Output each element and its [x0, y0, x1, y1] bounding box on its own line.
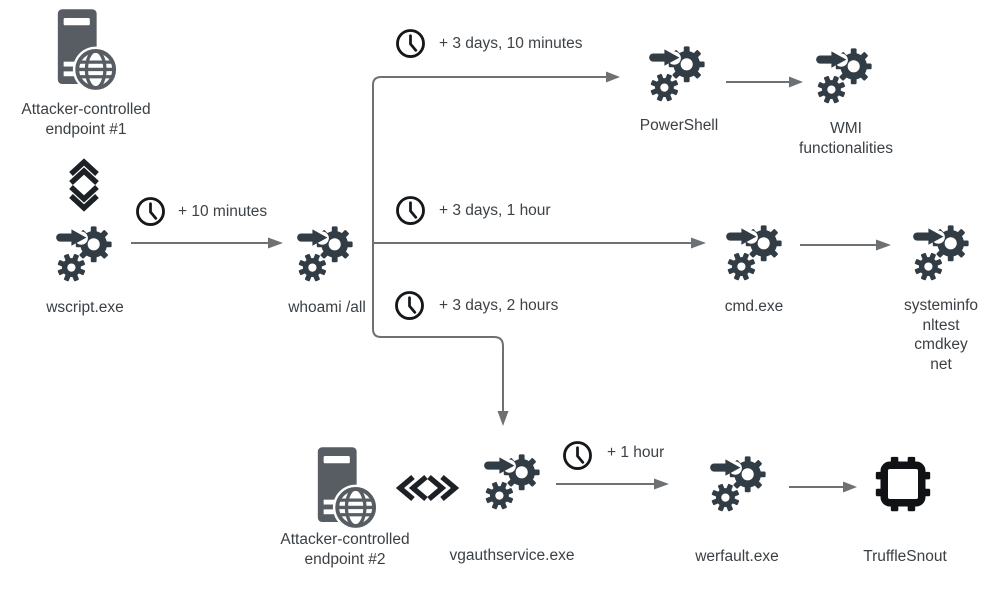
node-label-systeminfo: systeminfo nltest cmdkey net: [903, 297, 979, 373]
process-gears-icon: [910, 223, 972, 285]
node-label-wscript: wscript.exe: [46, 299, 124, 316]
delay-label-werfault: + 1 hour: [607, 444, 665, 461]
delay-label-wscript-whoami: + 10 minutes: [178, 203, 268, 220]
node-label-powershell: PowerShell: [639, 117, 719, 134]
connector-cmd-systeminfo: [800, 239, 891, 251]
delay-label-vgauth: + 3 days, 2 hours: [439, 297, 559, 314]
connector-whoami-cmd: [373, 237, 706, 249]
node-label-wmi: WMI functionalities: [799, 120, 893, 157]
clock-icon: [394, 194, 427, 227]
connector-werfault-trufflesnout: [789, 481, 857, 493]
updown-double-chevrons-icon: [69, 158, 99, 212]
delay-label-cmd: + 3 days, 1 hour: [439, 202, 551, 219]
node-label-trufflesnout: TruffleSnout: [863, 548, 947, 565]
connector-wscript-whoami: [131, 237, 283, 249]
node-label-vgauth: vgauthservice.exe: [449, 547, 575, 564]
process-gears-icon: [723, 223, 785, 285]
node-label-endpoint1: Attacker-controlled endpoint #1: [21, 101, 151, 138]
server-globe-icon: [52, 8, 118, 94]
node-label-whoami: whoami /all: [288, 299, 366, 316]
clock-icon: [393, 289, 426, 322]
process-gears-icon: [481, 452, 543, 514]
connector-vgauth-werfault: [556, 478, 669, 490]
delay-label-powershell: + 3 days, 10 minutes: [439, 35, 583, 52]
process-gears-icon: [53, 224, 115, 286]
clock-icon: [394, 27, 427, 60]
connector-branch-trunk: [372, 71, 620, 426]
node-label-endpoint2: Attacker-controlled endpoint #2: [280, 531, 410, 568]
process-gears-icon: [707, 454, 769, 516]
clock-icon: [134, 195, 167, 228]
connector-powershell-wmi: [726, 76, 803, 88]
node-label-werfault: werfault.exe: [695, 548, 779, 565]
chip-icon: [873, 454, 933, 514]
clock-icon: [561, 439, 594, 472]
leftright-double-chevrons-icon: [395, 474, 460, 502]
node-label-cmd: cmd.exe: [724, 298, 784, 315]
process-gears-icon: [646, 44, 708, 106]
process-gears-icon: [813, 46, 875, 108]
process-gears-icon: [294, 224, 356, 286]
server-globe-icon: [312, 446, 378, 532]
